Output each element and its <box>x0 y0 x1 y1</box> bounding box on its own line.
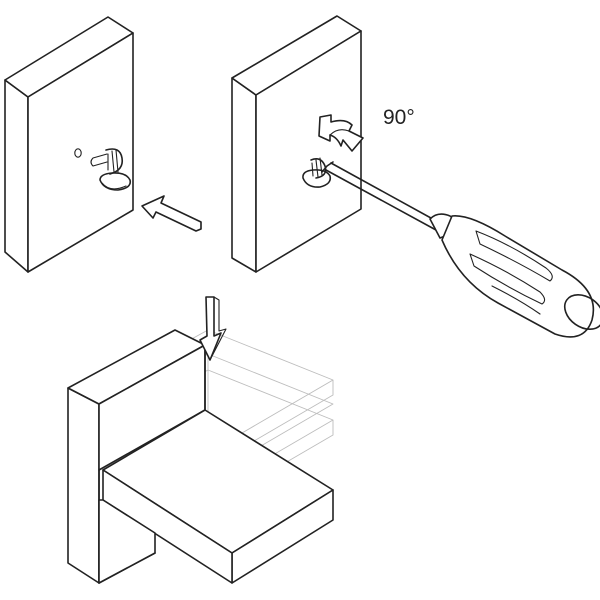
step2-panel <box>231 15 362 273</box>
insert-arrow-edge <box>195 221 202 232</box>
screwdriver-grip-top <box>475 230 553 282</box>
screwdriver-grip-bottom <box>491 285 541 315</box>
connector-base <box>302 169 332 188</box>
screwdriver-grip-middle <box>469 253 546 305</box>
lower-arrow-edge <box>209 296 227 361</box>
connector-base <box>99 172 132 191</box>
step1-panel-side <box>4 79 29 273</box>
rotation-angle-label: 90° <box>383 106 415 129</box>
connector-head <box>310 158 327 179</box>
screwdriver-end-cap <box>563 293 600 331</box>
screwdriver-tip <box>321 161 334 173</box>
shelf-left <box>102 469 233 584</box>
rotate-arrow-edge <box>329 129 350 136</box>
connector-head <box>105 148 124 175</box>
rotate-arrow-shape <box>318 114 364 152</box>
step2-panel-front <box>255 30 362 273</box>
rotate-clockwise-icon <box>318 114 364 152</box>
step3-shelf <box>98 409 334 584</box>
vertical-panel-side <box>67 387 100 584</box>
screwdriver-shaft <box>325 162 441 231</box>
step2-connector <box>302 157 332 188</box>
connector-ribs <box>107 149 119 173</box>
step2-panel-side <box>231 77 257 273</box>
connector-pin <box>90 153 108 167</box>
step1-panel <box>4 16 134 273</box>
arrow-down-icon <box>199 296 227 361</box>
screwdriver-handle <box>441 215 595 338</box>
step1-hole <box>74 148 82 158</box>
step1-connector <box>90 148 132 191</box>
vertical-panel-below-shelf <box>98 499 156 584</box>
connector-base-edge <box>101 182 127 190</box>
lower-arrow-shape <box>199 296 222 361</box>
step1-panel-front <box>27 32 134 273</box>
arrow-left-up-icon <box>141 195 202 232</box>
insert-arrow-shape <box>141 195 202 232</box>
screwdriver-icon <box>321 161 600 338</box>
step3-vertical-panel <box>67 329 206 584</box>
